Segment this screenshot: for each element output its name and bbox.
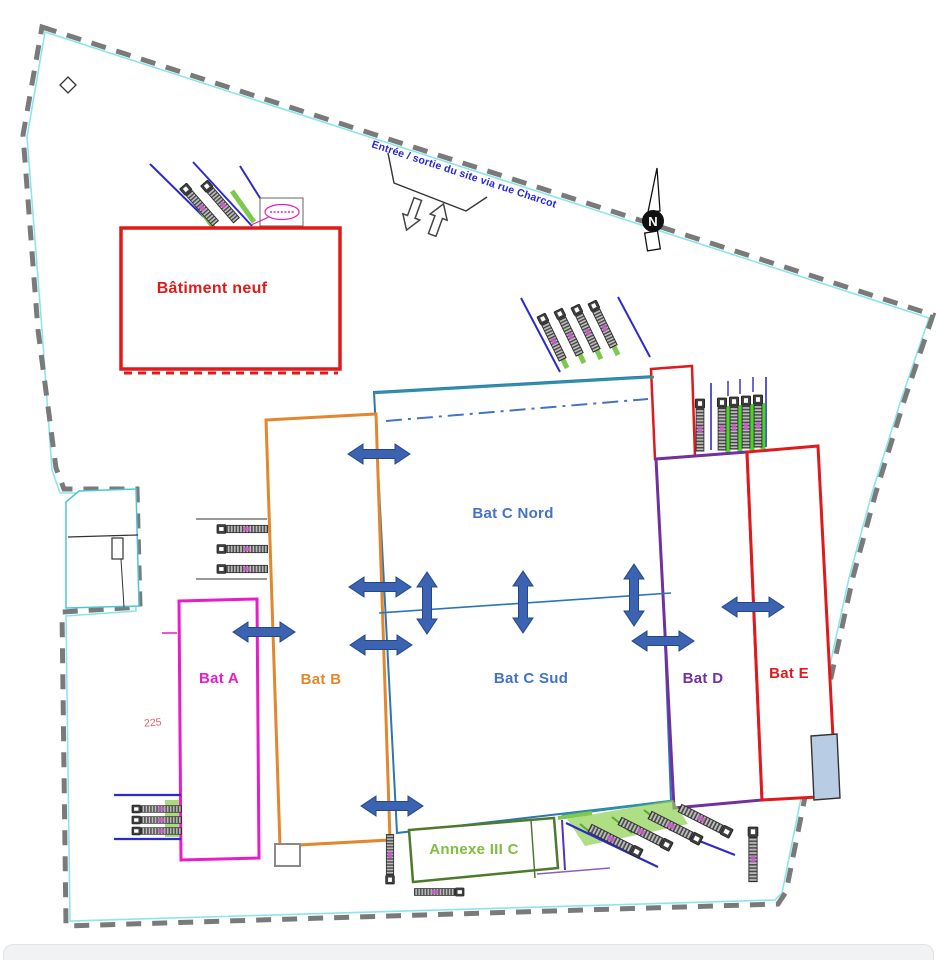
truck-icon — [716, 397, 728, 451]
truck-icon — [752, 394, 764, 448]
north-label: N — [648, 214, 657, 229]
red-annex-outline — [649, 364, 697, 461]
truck-icon — [131, 815, 182, 825]
road-label: Entrée / sortie du site via rue Charcot — [370, 138, 558, 210]
neighbour-parcel — [65, 488, 140, 609]
annexe-iii-c-label: Annexe III C — [429, 841, 518, 858]
bat-a-label: Bat A — [199, 670, 239, 687]
truck-icon — [216, 544, 268, 554]
bat-c-nord-label: Bat C Nord — [472, 505, 553, 522]
building-labels: Bat A Bat B Bat C Nord Bat C Sud Bat D B… — [144, 505, 809, 858]
building-annexe-iii-c — [407, 811, 611, 884]
bat-e-dock-pad — [810, 733, 841, 801]
building-bat-a — [162, 597, 261, 862]
building-bat-e — [745, 444, 841, 802]
bat-b-label: Bat B — [301, 671, 342, 688]
truck-icon — [747, 826, 759, 883]
bat-e-label: Bat E — [769, 665, 809, 682]
building-bat-d — [654, 450, 764, 810]
boundary-cyan-line — [26, 30, 931, 922]
truck-icon — [216, 564, 268, 574]
boundary-dashed-line — [20, 23, 937, 929]
truck-dock-d-nord — [694, 377, 767, 452]
batiment-neuf-label: Bâtiment neuf — [157, 280, 268, 297]
north-compass-icon: N — [642, 167, 664, 252]
truck-icon — [131, 826, 182, 836]
diamond-marker-icon — [59, 76, 77, 94]
building-batiment-neuf: Bâtiment neuf — [119, 226, 342, 375]
truck-icon — [740, 395, 752, 449]
truck-dock-batiment-neuf — [149, 161, 271, 230]
truck-icon — [414, 887, 465, 897]
truck-icon — [728, 396, 740, 450]
truck-icon — [216, 524, 268, 534]
truck-icon — [131, 804, 182, 814]
entry-arrow-icon — [397, 195, 428, 234]
truck-dock-c-sud — [561, 800, 759, 883]
shed-outline — [274, 843, 301, 867]
truck-icon — [385, 834, 395, 885]
truck-dock-b-west — [196, 518, 268, 580]
bat-c-sud-label: Bat C Sud — [494, 670, 568, 687]
bat-d-label: Bat D — [683, 670, 724, 687]
truck-dock-a-west — [114, 793, 182, 841]
page-bottom-bar — [3, 944, 934, 960]
delivery-callout — [250, 197, 304, 227]
truck-dock-c-nord — [520, 296, 651, 373]
site-boundary — [20, 23, 937, 929]
truck-icon — [694, 398, 706, 452]
dimension-225-label: 225 — [144, 716, 162, 729]
entrance-bracket — [387, 152, 488, 212]
exit-arrow-icon — [422, 200, 453, 239]
